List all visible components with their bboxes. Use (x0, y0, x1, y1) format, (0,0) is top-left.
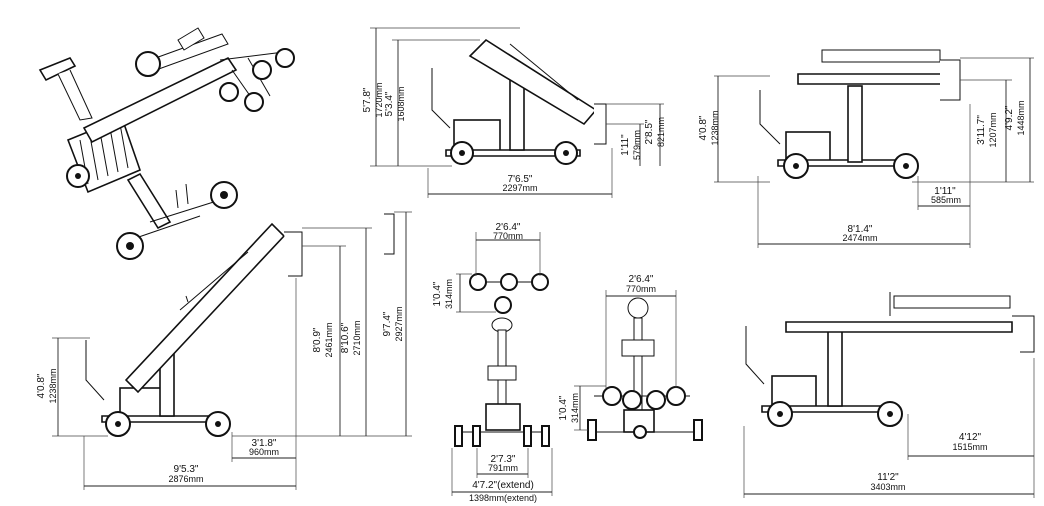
extended-length-imperial: 11'2" (877, 472, 899, 483)
extended-overhang-imperial: 4'12" (959, 432, 982, 443)
stowed-length-metric: 2297mm (502, 183, 537, 193)
narrow-track-metric: 791mm (488, 463, 518, 473)
raised-length-metric: 2876mm (168, 474, 203, 484)
raised-handle-height-imperial: 4'0.8" (36, 373, 47, 398)
raised-cup1-metric: 2461mm (324, 322, 334, 357)
stowed-height-mast-imperial: 5'3.4" (384, 91, 395, 116)
raised-overhang-metric: 960mm (249, 447, 279, 457)
horizontal-overhang-imperial: 1'11" (934, 186, 956, 197)
front-view-wide: 2'6.4" 770mm 1'0.4" 314mm (558, 274, 703, 441)
side-view-extended: 4'12" 1515mm 11'2" 3403mm (743, 292, 1035, 498)
front-view-narrow: 2'6.4" 770mm 1'0.4" 314mm 2'7.3" 791mm 4… (432, 222, 553, 503)
narrow-track-imperial: 2'7.3" (491, 454, 516, 465)
wide-cup-span-metric: 770mm (626, 284, 656, 294)
raised-max-imperial: 9'7.4" (382, 311, 393, 336)
side-view-horizontal: 4'0.8" 1238mm 3'11.7" 1207mm 4'9.2" 1448… (698, 49, 1034, 248)
wide-cup-span-imperial: 2'6.4" (629, 274, 654, 285)
raised-overhang-imperial: 3'1.8" (252, 438, 277, 449)
stowed-cup-high-imperial: 2'8.5" (644, 119, 655, 144)
horizontal-handle-height-imperial: 4'0.8" (698, 115, 709, 140)
stowed-cup-low-imperial: 1'11" (620, 134, 631, 156)
wide-cup-offset-metric: 314mm (570, 393, 580, 423)
narrow-cup-span-imperial: 2'6.4" (496, 222, 521, 233)
stowed-cup-high-metric: 821mm (656, 117, 666, 147)
narrow-track-ext-metric: 1398mm(extend) (469, 493, 537, 503)
side-view-stowed: 5'7.8" 1720mm 5'3.4" 1608mm 1'11" 579mm … (362, 27, 666, 198)
stowed-height-mast-metric: 1608mm (396, 86, 406, 121)
horizontal-overhang-metric: 585mm (931, 195, 961, 205)
raised-handle-height-metric: 1238mm (48, 368, 58, 403)
horizontal-cup-low-imperial: 3'11.7" (976, 115, 987, 145)
stowed-height-total-imperial: 5'7.8" (362, 87, 373, 112)
horizontal-length-metric: 2474mm (842, 233, 877, 243)
stowed-height-total-metric: 1720mm (374, 82, 384, 117)
raised-length-imperial: 9'5.3" (174, 464, 199, 475)
side-view-raised: 4'0.8" 1238mm 8'0.9" 2461mm 8'10.6" 2710… (36, 211, 412, 490)
horizontal-cup-high-imperial: 4'9.2" (1004, 105, 1015, 130)
extended-length-metric: 3403mm (870, 482, 905, 492)
horizontal-handle-height-metric: 1238mm (710, 110, 720, 145)
raised-cup1-imperial: 8'0.9" (312, 327, 323, 352)
raised-cup2-metric: 2710mm (352, 320, 362, 355)
horizontal-cup-high-metric: 1448mm (1016, 100, 1026, 135)
horizontal-length-imperial: 8'1.4" (848, 224, 873, 235)
narrow-cup-offset-metric: 314mm (444, 279, 454, 309)
isometric-view (38, 27, 295, 260)
raised-max-metric: 2927mm (394, 306, 404, 341)
stowed-length-imperial: 7'6.5" (508, 174, 533, 185)
narrow-track-ext-imperial: 4'7.2"(extend) (472, 480, 534, 491)
stowed-cup-low-metric: 579mm (632, 130, 642, 160)
extended-overhang-metric: 1515mm (952, 442, 987, 452)
horizontal-cup-low-metric: 1207mm (988, 112, 998, 147)
raised-cup2-imperial: 8'10.6" (340, 322, 351, 353)
narrow-cup-span-metric: 770mm (493, 231, 523, 241)
narrow-cup-offset-imperial: 1'0.4" (432, 281, 443, 306)
wide-cup-offset-imperial: 1'0.4" (558, 395, 569, 420)
